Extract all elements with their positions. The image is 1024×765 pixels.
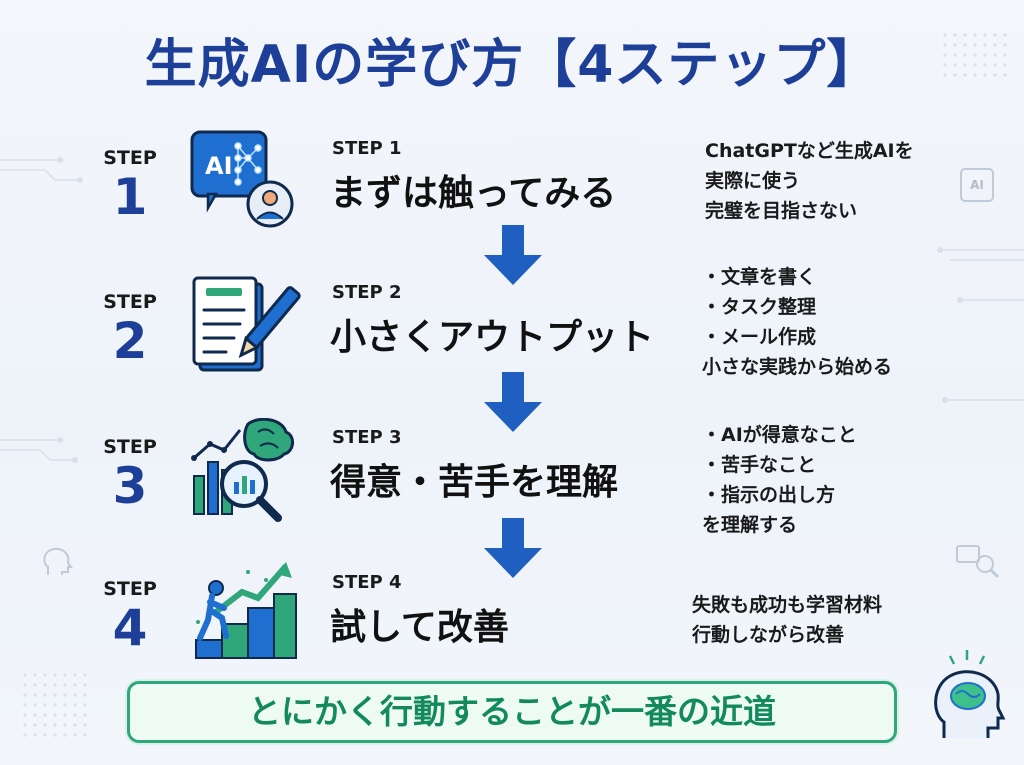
description-line: 行動しながら改善 — [692, 624, 845, 646]
step-caption: STEP 1 — [332, 138, 402, 159]
step-caption: STEP 3 — [332, 427, 402, 448]
step-description: ・文章を書く ・タスク整理 ・メール作成 小さな実践から始める — [702, 262, 892, 382]
description-line: ・メール作成 — [702, 326, 817, 348]
description-line: ・苦手なこと — [702, 454, 817, 476]
growth-stairs-icon — [195, 562, 297, 659]
step-description: ChatGPTなど生成AIを 実際に使う 完璧を目指さない — [705, 136, 914, 226]
step-number: 1 — [112, 168, 148, 226]
ai-chat-icon: AI — [190, 130, 294, 228]
ai-text: AI — [205, 152, 233, 180]
dot-grid — [20, 670, 90, 740]
step-label: STEP — [103, 291, 157, 313]
step-heading: 得意・苦手を理解 — [330, 462, 619, 503]
page-title: 生成AIの学び方【4ステップ】 — [144, 35, 880, 95]
down-arrow-icon — [484, 225, 542, 285]
document-pen-icon — [192, 276, 301, 372]
description-line: ChatGPTなど生成AIを — [705, 140, 914, 162]
step-heading: まずは触ってみる — [330, 173, 617, 214]
circuit-lines-icon — [937, 247, 1024, 403]
step-number: 3 — [112, 457, 148, 515]
step-caption: STEP 4 — [332, 572, 402, 593]
step-heading: 小さくアウトプット — [330, 317, 655, 358]
brain-head-icon — [934, 650, 1006, 738]
dot-grid — [940, 30, 1010, 80]
step-description: 失敗も成功も学習材料 行動しながら改善 — [692, 590, 882, 650]
description-line: 実際に使う — [705, 170, 801, 192]
ai-chip-icon: AI — [960, 168, 994, 202]
step-label: STEP — [103, 578, 157, 600]
description-line: を理解する — [702, 514, 798, 536]
description-line: ・タスク整理 — [702, 296, 817, 318]
circuit-lines-icon — [0, 157, 83, 463]
step-number: 2 — [112, 312, 148, 370]
conclusion-banner: とにかく行動することが一番の近道 — [127, 681, 897, 743]
description-line: 小さな実践から始める — [702, 356, 893, 378]
ai-magnifier-icon — [956, 545, 1000, 579]
step-caption: STEP 2 — [332, 282, 402, 303]
description-line: 完璧を目指さない — [705, 200, 858, 222]
description-line: ・AIが得意なこと — [702, 424, 857, 446]
brain-head-icon — [43, 547, 73, 575]
description-line: ・文章を書く — [702, 266, 817, 288]
analysis-brain-icon — [191, 418, 294, 522]
step-label: STEP — [103, 436, 157, 458]
down-arrow-icon — [484, 372, 542, 432]
step-label: STEP — [103, 147, 157, 169]
step-heading: 試して改善 — [330, 607, 509, 648]
description-line: 失敗も成功も学習材料 — [692, 594, 883, 616]
down-arrow-icon — [484, 518, 542, 578]
description-line: ・指示の出し方 — [702, 484, 836, 506]
step-number: 4 — [112, 599, 148, 657]
step-description: ・AIが得意なこと ・苦手なこと ・指示の出し方 を理解する — [702, 420, 857, 540]
